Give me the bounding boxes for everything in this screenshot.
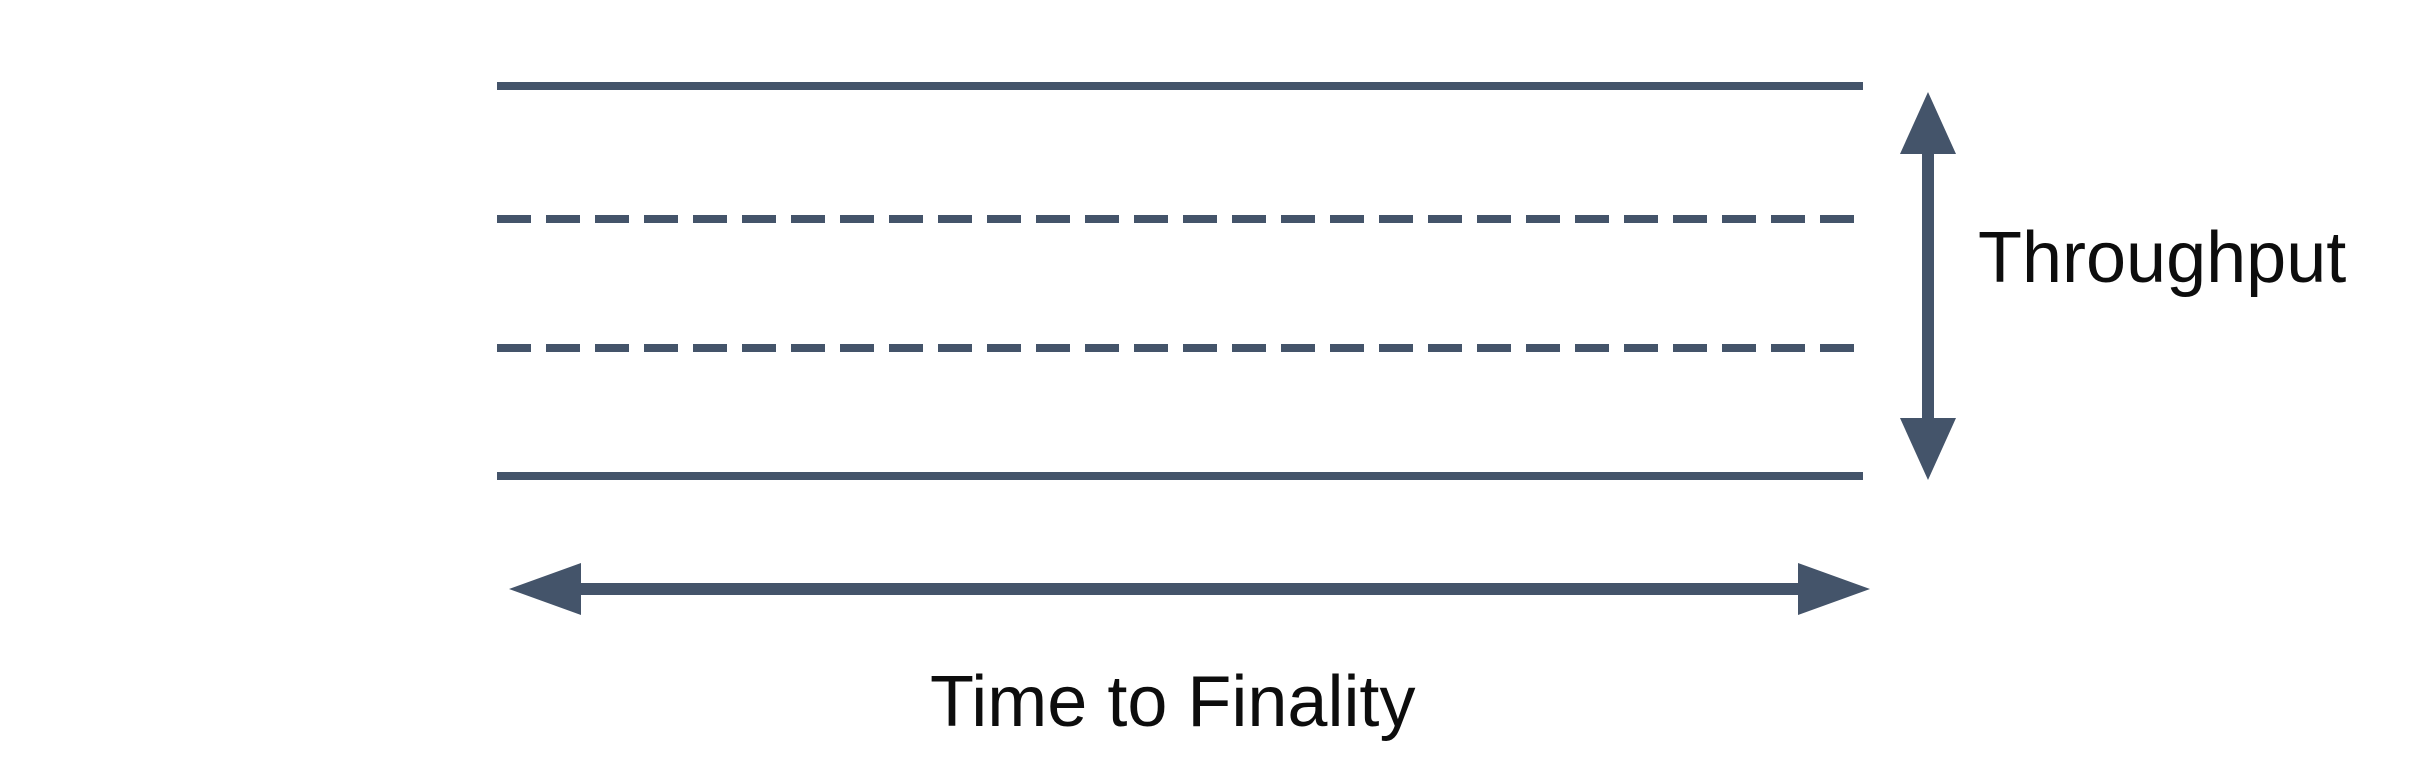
time-arrow-shaft xyxy=(581,583,1798,595)
throughput-arrow-head-down xyxy=(1900,418,1956,480)
throughput-arrow-shaft xyxy=(1922,154,1934,418)
time-to-finality-label: Time to Finality xyxy=(930,662,1416,742)
throughput-arrow xyxy=(1900,92,1956,480)
lane-lines-group xyxy=(497,82,1863,480)
time-to-finality-arrow xyxy=(509,563,1870,615)
time-arrow-head-right xyxy=(1798,563,1870,615)
time-arrow-head-left xyxy=(509,563,581,615)
throughput-arrow-head-up xyxy=(1900,92,1956,154)
throughput-label: Throughput xyxy=(1978,218,2347,298)
